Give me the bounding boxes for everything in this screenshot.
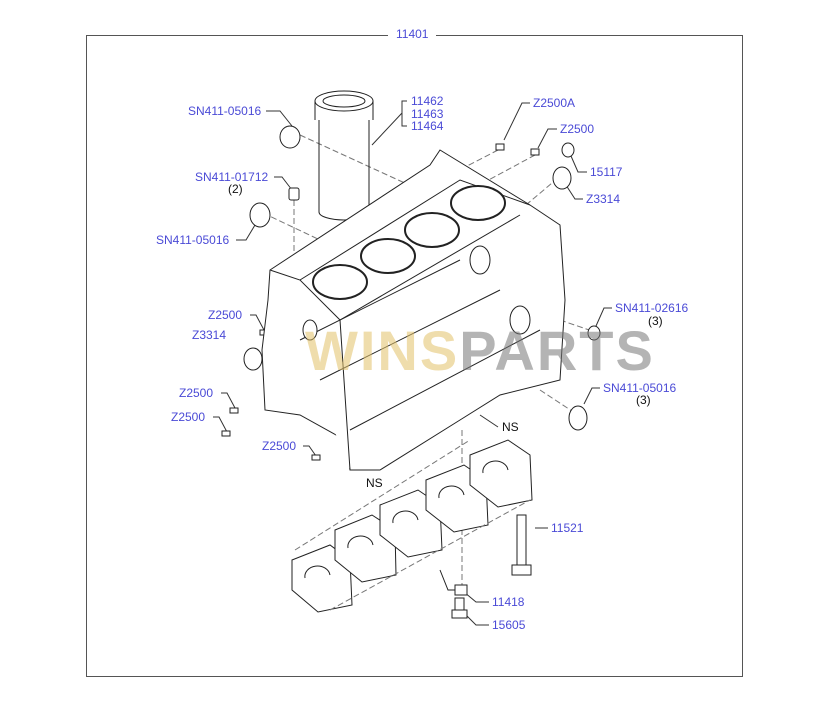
cylinder-block (261, 149, 566, 471)
qty-sn411-05016-right: (3) (636, 393, 651, 407)
callout-z2500a[interactable]: Z2500A (533, 96, 576, 110)
assembly-number: 11401 (388, 27, 437, 41)
callout-ns: NS (502, 420, 519, 434)
callout-sn411-05016-right[interactable]: SN411-05016 (603, 381, 677, 395)
callout-sn411-01712[interactable]: SN411-01712 (195, 170, 269, 184)
callout-15117[interactable]: 15117 (590, 165, 623, 179)
qty-sn411-01712: (2) (228, 182, 243, 196)
callout-sn411-05016-top[interactable]: SN411-05016 (188, 104, 262, 118)
callout-15605[interactable]: 15605 (492, 618, 526, 632)
callout-z3314[interactable]: Z3314 (192, 328, 227, 342)
watermark-part1: WINS (305, 319, 460, 382)
callout-11464[interactable]: 11464 (411, 119, 444, 133)
leader-lines (213, 100, 612, 626)
callout-11521[interactable]: 11521 (551, 521, 584, 535)
callout-ns: NS (366, 476, 383, 490)
plugs (221, 125, 601, 461)
callout-z2500[interactable]: Z2500 (262, 439, 297, 453)
callout-z3314[interactable]: Z3314 (586, 192, 621, 206)
callout-11418[interactable]: 11418 (492, 595, 525, 609)
callout-z2500[interactable]: Z2500 (560, 122, 595, 136)
callout-sn411-02616[interactable]: SN411-02616 (615, 301, 689, 315)
bolt-and-jet (439, 514, 532, 619)
watermark-part2: PARTS (459, 319, 655, 382)
callout-z2500[interactable]: Z2500 (208, 308, 243, 322)
main-bearing-caps (291, 439, 533, 613)
qty-sn411-02616: (3) (648, 314, 663, 328)
callout-z2500[interactable]: Z2500 (179, 386, 214, 400)
watermark: WINSPARTS (305, 318, 655, 383)
callout-11463[interactable]: 11463 (411, 107, 444, 121)
callout-z2500[interactable]: Z2500 (171, 410, 206, 424)
callout-sn411-05016-left[interactable]: SN411-05016 (156, 233, 230, 247)
callout-11462[interactable]: 11462 (411, 94, 444, 108)
